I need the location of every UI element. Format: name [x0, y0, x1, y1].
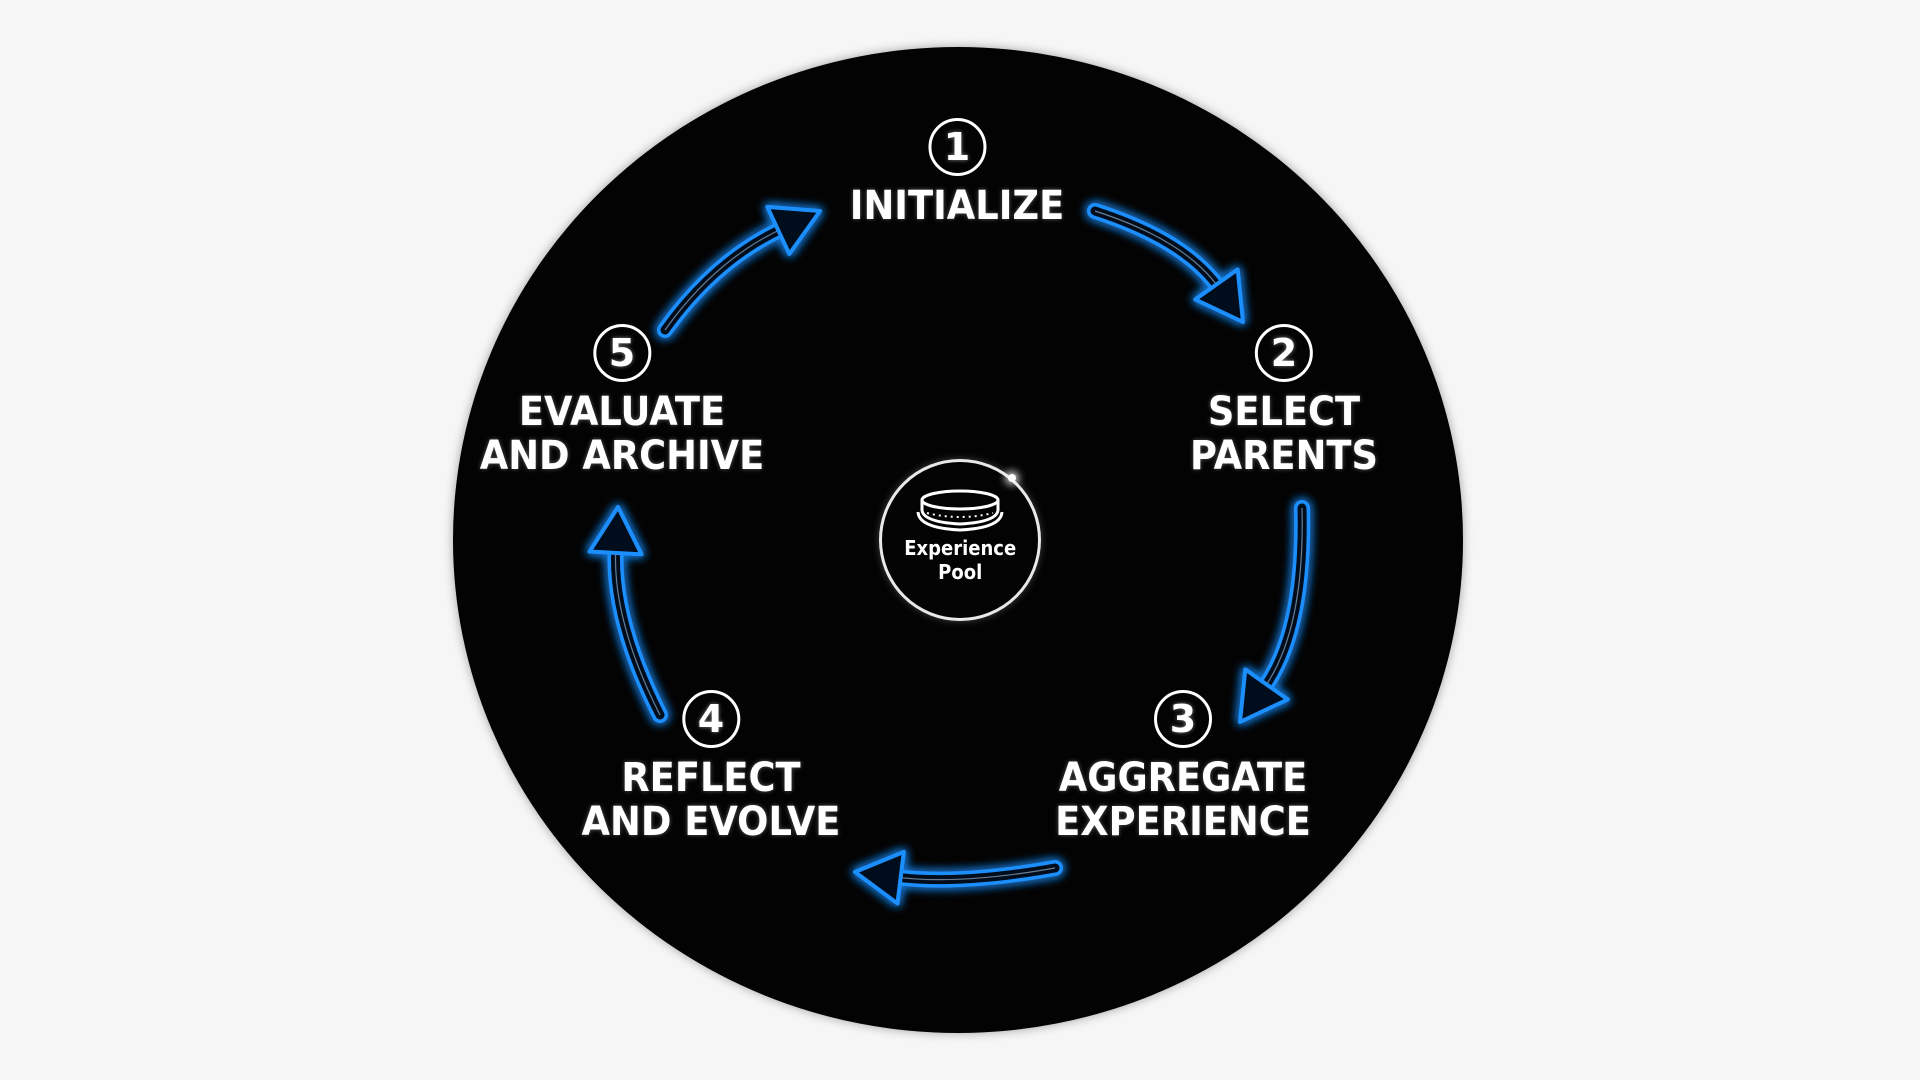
step-4-label-line-1: REFLECT — [621, 755, 801, 801]
step-4-reflect-and-evolve: 4 REFLECT AND EVOLVE — [570, 690, 851, 844]
step-5-label-line-2: AND ARCHIVE — [479, 433, 765, 479]
step-2-select-parents: 2 SELECT PARENTS — [1182, 324, 1386, 478]
pool-sparkle-icon — [1008, 474, 1016, 482]
step-4-label: REFLECT AND EVOLVE — [582, 756, 841, 844]
step-5-label-line-1: EVALUATE — [518, 389, 726, 435]
step-5-label: EVALUATE AND ARCHIVE — [480, 390, 765, 478]
pool-label-line-1: Experience — [904, 536, 1016, 560]
step-3-number-badge: 3 — [1154, 690, 1212, 748]
step-1-label-line-1: INITIALIZE — [849, 183, 1065, 229]
step-3-label: AGGREGATE EXPERIENCE — [1055, 756, 1311, 844]
step-2-label-line-2: PARENTS — [1190, 433, 1378, 479]
step-2-label: SELECT PARENTS — [1190, 390, 1378, 478]
step-1-number-badge: 1 — [927, 118, 986, 176]
step-4-label-line-2: AND EVOLVE — [581, 799, 841, 845]
experience-pool-label: Experience Pool — [904, 536, 1016, 584]
step-2-number-badge: 2 — [1254, 324, 1313, 382]
experience-pool-badge: Experience Pool — [879, 459, 1041, 621]
step-1-initialize: 1 INITIALIZE — [840, 118, 1073, 228]
pool-label-line-2: Pool — [937, 560, 983, 584]
step-2-label-line-1: SELECT — [1207, 389, 1361, 435]
step-5-number-badge: 5 — [592, 324, 651, 382]
step-1-label: INITIALIZE — [850, 184, 1064, 228]
step-4-number-badge: 4 — [682, 690, 740, 748]
step-3-aggregate-experience: 3 AGGREGATE EXPERIENCE — [1044, 690, 1322, 844]
step-3-label-line-1: AGGREGATE — [1058, 755, 1308, 801]
step-3-label-line-2: EXPERIENCE — [1055, 799, 1311, 845]
step-5-evaluate-and-archive: 5 EVALUATE AND ARCHIVE — [467, 324, 776, 478]
database-ring-icon — [916, 489, 1004, 532]
